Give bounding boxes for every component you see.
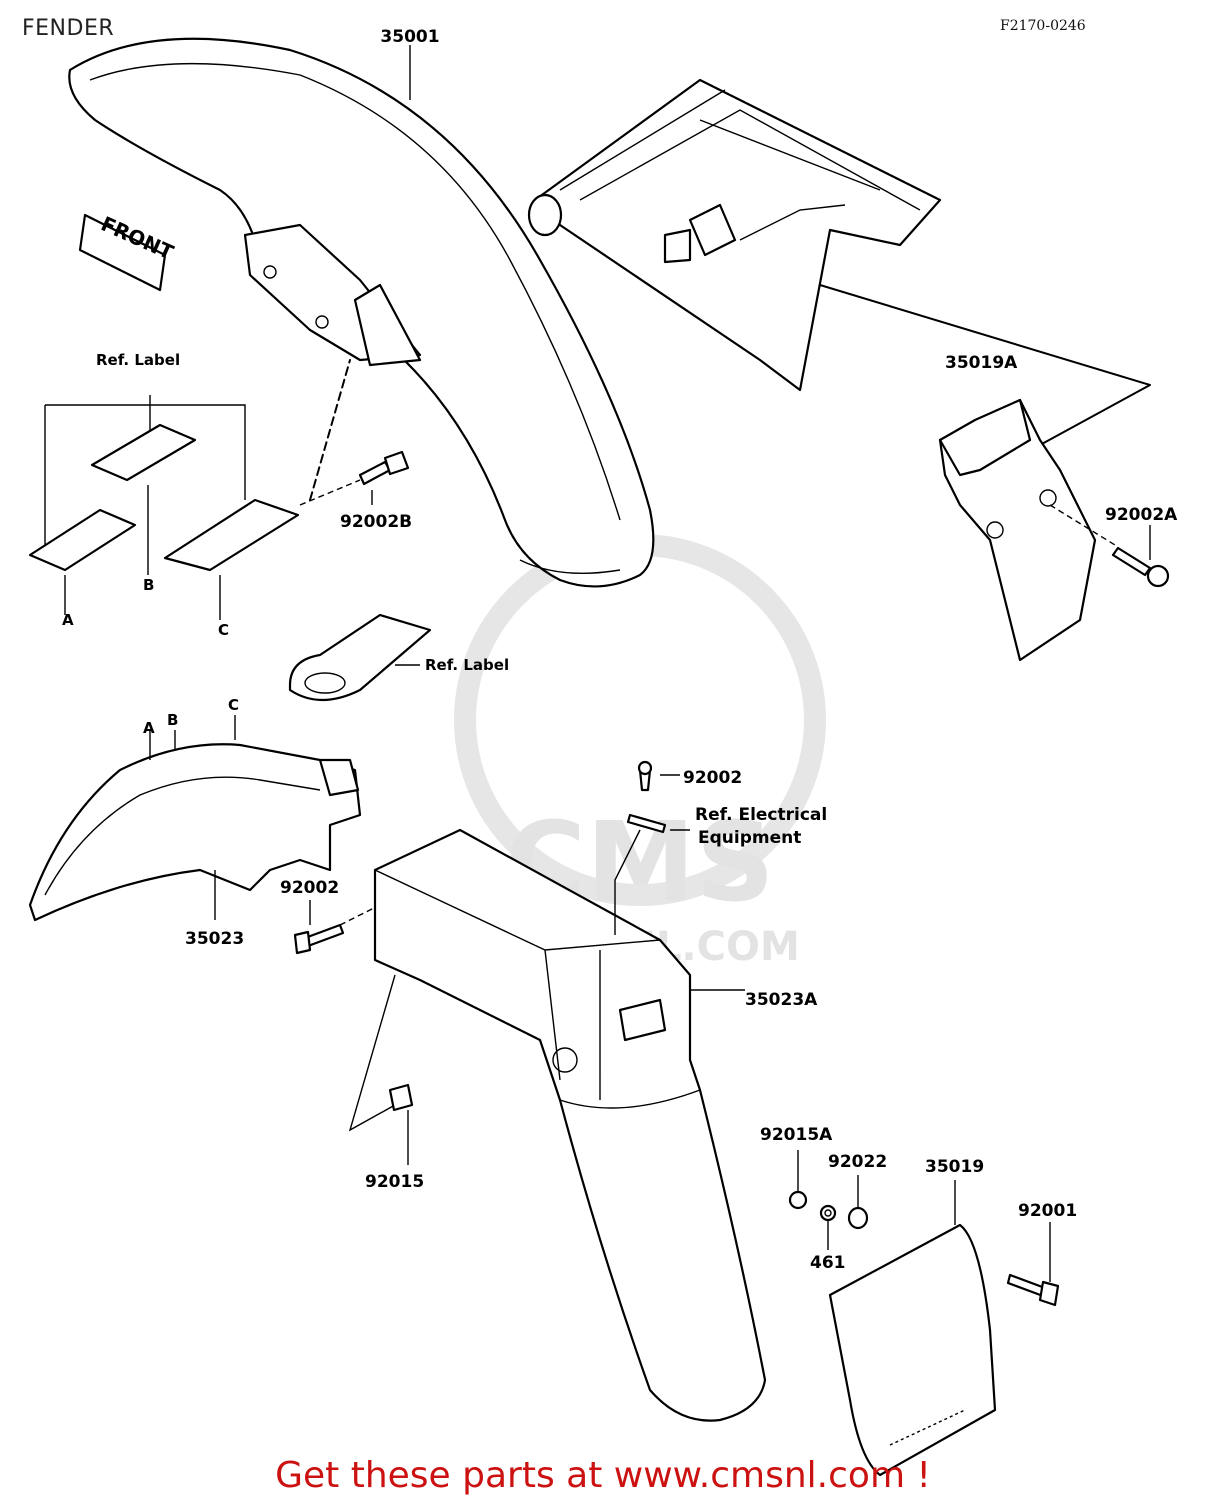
label-equipment: Equipment: [698, 828, 801, 848]
label-92001: 92001: [1018, 1201, 1077, 1221]
page-title: FENDER: [22, 16, 115, 41]
diagram-code: F2170-0246: [1000, 18, 1086, 34]
label-92015A: 92015A: [760, 1125, 833, 1145]
nut-92015[interactable]: [348, 974, 414, 1165]
small-parts-group[interactable]: [788, 1150, 869, 1250]
rear-fender-35023A[interactable]: [373, 828, 767, 1422]
label-ref-label-1: Ref. Label: [96, 351, 180, 369]
bracket-35019A[interactable]: [819, 284, 1151, 662]
label-35019: 35019: [925, 1157, 984, 1177]
label-a1: A: [62, 611, 74, 629]
label-35019A: 35019A: [945, 353, 1018, 373]
bolt-92002-left[interactable]: [293, 900, 381, 955]
label-ref-label-2: Ref. Label: [425, 656, 509, 674]
front-fender-35001[interactable]: [68, 37, 655, 588]
label-c1: C: [218, 621, 229, 639]
rear-frame: [527, 78, 942, 392]
label-92022: 92022: [828, 1152, 887, 1172]
rear-fender-35023[interactable]: [28, 715, 362, 922]
bolt-92001[interactable]: [1006, 1222, 1060, 1307]
label-92002-left: 92002: [280, 878, 339, 898]
mud-flap-35019[interactable]: [828, 1180, 997, 1477]
label-92015: 92015: [365, 1172, 424, 1192]
label-92002-top: 92002: [683, 768, 742, 788]
label-b2: B: [167, 711, 178, 729]
footer-link[interactable]: Get these parts at www.cmsnl.com !: [275, 1455, 931, 1496]
ref-label-tag: [288, 613, 432, 701]
ref-label-group-abc: [28, 359, 351, 620]
front-label-plate: FRONT: [78, 211, 177, 292]
bolt-92002A[interactable]: [1049, 504, 1170, 588]
label-92002A: 92002A: [1105, 505, 1178, 525]
label-a2: A: [143, 719, 155, 737]
bolt-92002B[interactable]: [299, 450, 410, 506]
bolt-92002-top[interactable]: [614, 760, 690, 935]
label-c2: C: [228, 696, 239, 714]
label-ref-electrical: Ref. Electrical: [695, 805, 827, 825]
label-35023A: 35023A: [745, 990, 818, 1010]
label-461: 461: [810, 1253, 846, 1273]
label-b1: B: [143, 576, 154, 594]
label-92002B: 92002B: [340, 512, 412, 532]
label-35023: 35023: [185, 929, 244, 949]
label-35001: 35001: [380, 27, 439, 47]
